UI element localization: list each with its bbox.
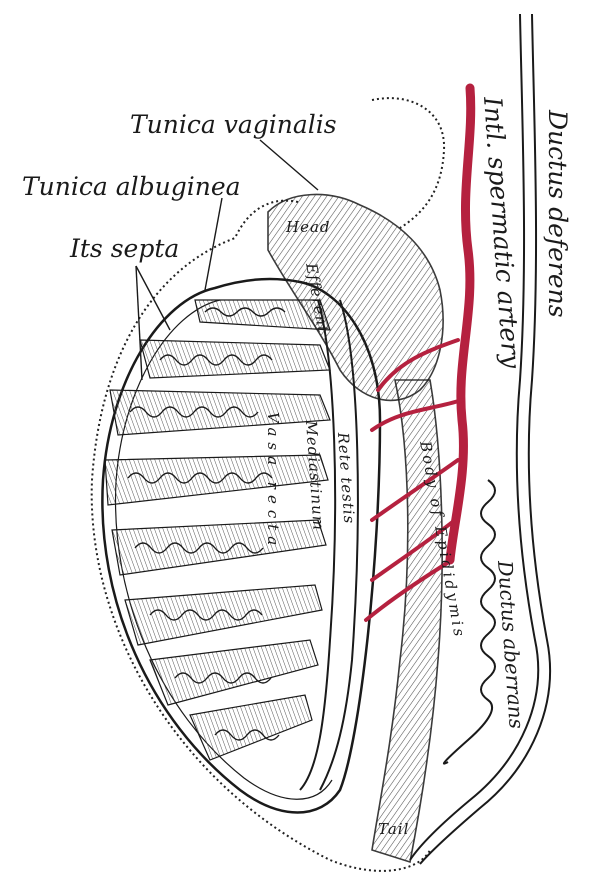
label-vasa-recta: Vasa recta [264,412,282,552]
septum [189,694,313,761]
label-its-septa: Its septa [70,234,180,263]
ductus-deferens [409,13,540,861]
mediastinum [299,299,337,791]
septum [111,519,327,576]
label-ductus-deferens: Ductus deferens [543,110,572,318]
septum [104,454,329,506]
epididymis-head [267,193,444,402]
leader-lines [135,139,319,381]
ductus-aberrans [443,479,496,765]
label-tunica-albuginea: Tunica albuginea [22,172,241,201]
testis-septa [104,299,331,761]
label-tunica-vaginalis: Tunica vaginalis [130,110,337,139]
label-tail: Tail [378,820,410,838]
internal-spermatic-artery [445,83,476,565]
septum [109,389,331,436]
ductus-deferens-inner [419,13,551,865]
tunica-vaginalis-outline [371,97,446,229]
label-head: Head [286,218,331,236]
artery-branches [364,338,464,622]
seminiferous-tubules [127,307,286,741]
septum [149,639,319,706]
septum [124,584,323,646]
